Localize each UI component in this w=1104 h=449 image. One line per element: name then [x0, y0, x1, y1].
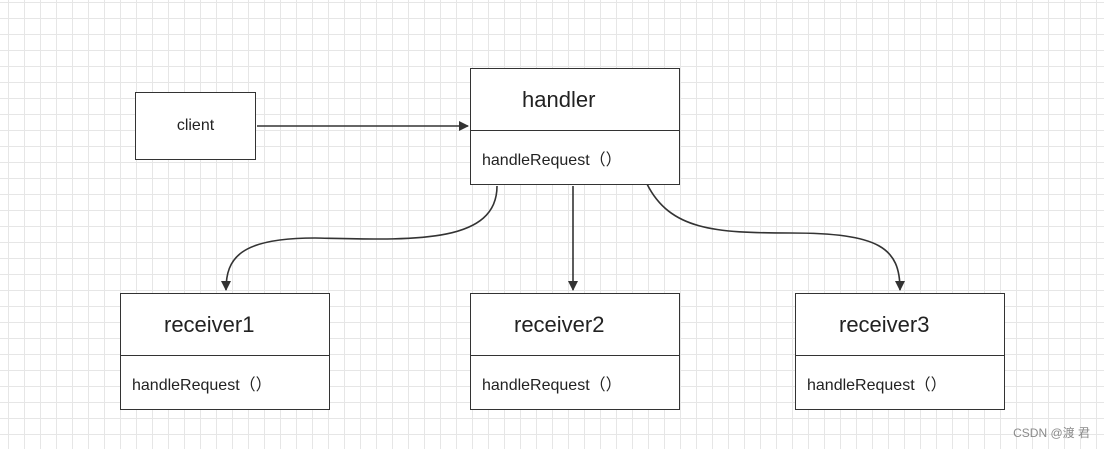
- receiver2-class-methods: handleRequest（）: [471, 356, 679, 409]
- receiver1-class-name: receiver1: [164, 311, 255, 337]
- receiver3-method: handleRequest（）: [807, 376, 947, 394]
- arrow-handler-to-receiver3: [646, 183, 905, 291]
- handler-class-header: handler: [471, 69, 679, 131]
- handler-class-methods: handleRequest（）: [471, 131, 679, 184]
- receiver1-class-header: receiver1: [121, 294, 329, 356]
- receiver2-class-name: receiver2: [514, 311, 605, 337]
- client-box[interactable]: client: [135, 92, 256, 160]
- receiver1-class-box[interactable]: receiver1 handleRequest（）: [120, 293, 330, 410]
- receiver3-class-methods: handleRequest（）: [796, 356, 1004, 409]
- watermark: CSDN @渡 君: [1013, 426, 1090, 440]
- handler-method: handleRequest（）: [482, 151, 622, 169]
- handler-class-box[interactable]: handler handleRequest（）: [470, 68, 680, 185]
- receiver2-class-header: receiver2: [471, 294, 679, 356]
- receiver2-method: handleRequest（）: [482, 376, 622, 394]
- receiver2-class-box[interactable]: receiver2 handleRequest（）: [470, 293, 680, 410]
- receiver3-class-name: receiver3: [839, 311, 930, 337]
- arrow-handler-to-receiver1: [221, 185, 498, 291]
- client-label: client: [176, 117, 215, 134]
- receiver1-method: handleRequest（）: [132, 376, 272, 394]
- receiver3-class-header: receiver3: [796, 294, 1004, 356]
- receiver3-class-box[interactable]: receiver3 handleRequest（）: [795, 293, 1005, 410]
- handler-class-name: handler: [522, 86, 596, 112]
- receiver1-class-methods: handleRequest（）: [121, 356, 329, 409]
